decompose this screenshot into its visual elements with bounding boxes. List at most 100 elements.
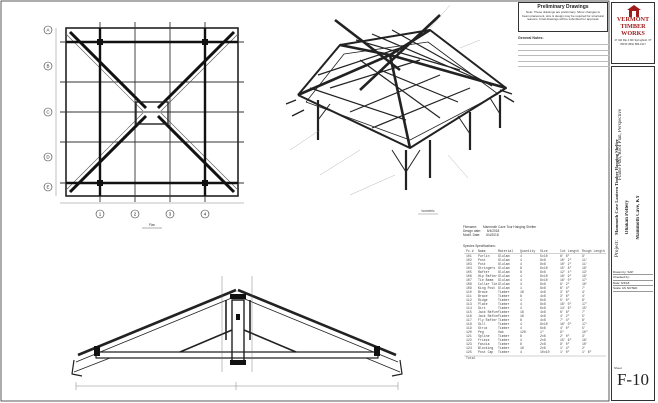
table-cell: 5' (582, 326, 586, 330)
table-cell: Strut (478, 326, 488, 330)
table-cell: 8 (520, 318, 522, 322)
plan-beams (66, 28, 238, 196)
table-cell: 4 (520, 326, 522, 330)
table-cell: 4x8 (540, 314, 546, 318)
table-cell: Timber (498, 326, 510, 330)
table-cell: 6x10 (540, 274, 548, 278)
project-name: Mammoth Cave Lantern Timber Hanging Shel… (614, 139, 619, 235)
persp-braces (317, 97, 501, 173)
table-cell: 111 (466, 294, 472, 298)
grid-col-label: 4 (204, 212, 207, 217)
section-king-post (231, 299, 245, 365)
table-cell: 8 (520, 294, 522, 298)
table-cell: 4 (520, 338, 522, 342)
table-cell: Timber (498, 342, 510, 346)
table-cell: 2' (582, 346, 586, 350)
sheet-label: Sheet (614, 366, 622, 370)
table-cell: 1' 6" (582, 350, 592, 354)
frame-plan (43, 22, 244, 219)
info-value: 6/4/2018 (486, 233, 499, 238)
table-cell: 9" (560, 330, 564, 334)
project-owner: Ohakan Pottery (625, 200, 630, 235)
table-cell: 8 (520, 342, 522, 346)
table-cell: Brace (478, 290, 488, 294)
table-cell: 109 (466, 286, 472, 290)
table-cell: 15' 6" (560, 338, 572, 342)
project-location: Mammoth Cave, KY (636, 195, 641, 240)
table-cell: Purlin (478, 254, 490, 258)
table-cell: 4' 0" (560, 326, 570, 330)
project-info-row: Modif. Date: 6/4/2018 (463, 233, 536, 237)
table-cell: 4x6 (540, 290, 546, 294)
table-cell: Fly Rafter (478, 318, 497, 322)
table-cell: 4 (520, 322, 522, 326)
sheet-number-block: Sheet F-10 (612, 366, 654, 400)
table-cell: 4 (520, 350, 522, 354)
table-cell: 16' (582, 338, 588, 342)
table-cell: 107 (466, 278, 472, 282)
table-cell: 6x8 (540, 306, 546, 310)
table-cell: 1" (540, 330, 544, 334)
table-cell: Glulam (498, 278, 510, 282)
table-cell: 10' (582, 282, 588, 286)
table-cell: 102 (466, 258, 472, 262)
sheet-border (0, 0, 610, 402)
table-cell: 10' (582, 342, 588, 346)
table-cell: 117 (466, 318, 472, 322)
table-cell: Blocking (478, 346, 493, 350)
drawing-scale: Scale: AS NOTED (613, 286, 653, 292)
firm-logo: VERMONT TIMBER WORKS 47 Old Rte 4 Nth Sp… (611, 2, 655, 64)
table-cell: 121 (466, 334, 472, 338)
table-cell: 4 (520, 278, 522, 282)
table-cell: 3' (582, 334, 586, 338)
table-cell: 6' 8" (560, 310, 570, 314)
table-cell: 4x8 (540, 310, 546, 314)
table-cell: 2x6 (540, 346, 546, 350)
table-cell: 10' 2" (560, 258, 572, 262)
table-cell: Timber (498, 338, 510, 342)
table-cell: 8 (520, 266, 522, 270)
table-cell: 11' (582, 258, 588, 262)
table-cell: 4 (520, 258, 522, 262)
table-cell: 16' 0" (560, 278, 572, 282)
section-rafter-edges (73, 296, 401, 373)
table-cell: 6' (582, 298, 586, 302)
truss-section (71, 276, 403, 390)
table-cell: 16 (520, 314, 524, 318)
info-key: Design date: (463, 229, 481, 234)
table-cell: 3' 6" (560, 294, 570, 298)
table-cell: 7' (582, 286, 586, 290)
table-header: Pc.# (466, 249, 474, 253)
table-cell: 1 (520, 286, 522, 290)
table-cell: 2x6 (540, 334, 546, 338)
table-cell: 8x10 (540, 278, 548, 282)
grid-row-label: E (46, 185, 49, 190)
table-cell: 1' 4" (560, 346, 570, 350)
table-cell: 5x10 (540, 254, 548, 258)
table-cell: 16 (520, 310, 524, 314)
table-cell: 120 (466, 330, 472, 334)
section-tie-beam (95, 351, 379, 359)
table-cell: 9' (582, 254, 586, 258)
table-cell: Timber (498, 294, 510, 298)
table-cell: 114 (466, 306, 472, 310)
table-cell: 115 (466, 310, 472, 314)
info-value: 6/4/2018 (486, 229, 500, 234)
project-info-row: Filename: Mammoth Cave Tour Hanging Shel… (463, 225, 536, 229)
info-value: Mammoth Cave Tour Hanging Shelter (483, 225, 537, 229)
table-cell: Stringers (478, 266, 495, 270)
table-cell: Timber (498, 310, 510, 314)
table-cell: 4' (582, 290, 586, 294)
table-cell: 8x8 (540, 286, 546, 290)
table-cell: 4 (520, 298, 522, 302)
table-cell: Oak (498, 330, 504, 334)
table-cell: Hip Rafter (478, 274, 497, 278)
section-dimensions (75, 276, 399, 390)
table-cell: 16 (520, 290, 524, 294)
table-total-label: Total (466, 356, 476, 360)
notes-heading: Preliminary Drawings (537, 4, 589, 10)
table-cell: 5' (582, 314, 586, 318)
grid-row-label: B (46, 64, 49, 69)
table-cell: Glulam (498, 262, 510, 266)
